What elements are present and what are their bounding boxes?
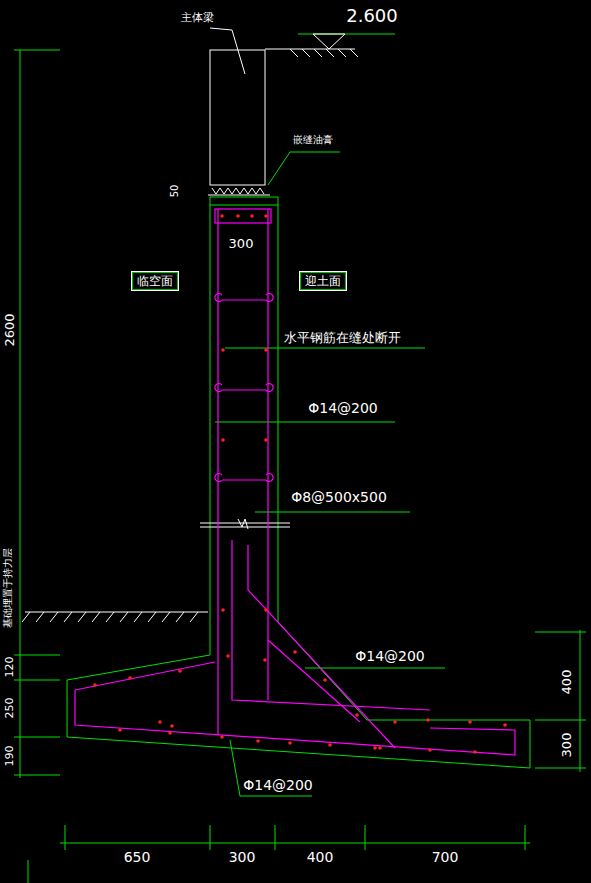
annotation-text: 2.600	[345, 7, 399, 25]
dimension-text: 190	[4, 745, 15, 768]
face-label: 临空面	[137, 275, 173, 287]
dimension-text: 50	[170, 184, 180, 199]
face-label-box: 临空面	[131, 271, 179, 291]
annotation-text: 400	[306, 850, 335, 864]
dimension-text: 120	[4, 656, 15, 679]
annotation-text: 主体梁	[180, 12, 215, 23]
annotation-text: 700	[431, 850, 460, 864]
annotation-text: Φ14@200	[354, 649, 426, 663]
dimension-text: 基础埋置于持力层	[3, 547, 13, 629]
dimension-text: 2600	[3, 312, 16, 347]
annotation-text: Φ8@500x500	[290, 490, 388, 504]
face-label: 迎土面	[305, 275, 341, 287]
annotation-text: 水平钢筋在缝处断开	[283, 331, 402, 344]
annotation-text: 650	[123, 850, 152, 864]
annotation-text: Φ14@200	[307, 401, 379, 415]
annotation-text: 嵌缝油膏	[292, 135, 334, 145]
dimension-text: 400	[560, 669, 573, 696]
dimension-text: 250	[4, 697, 15, 720]
annotation-text: 300	[228, 237, 255, 250]
dimension-text: 300	[560, 732, 573, 759]
face-label-box: 迎土面	[299, 271, 347, 291]
annotation-text: 300	[228, 850, 257, 864]
annotation-text: Φ14@200	[242, 778, 314, 792]
